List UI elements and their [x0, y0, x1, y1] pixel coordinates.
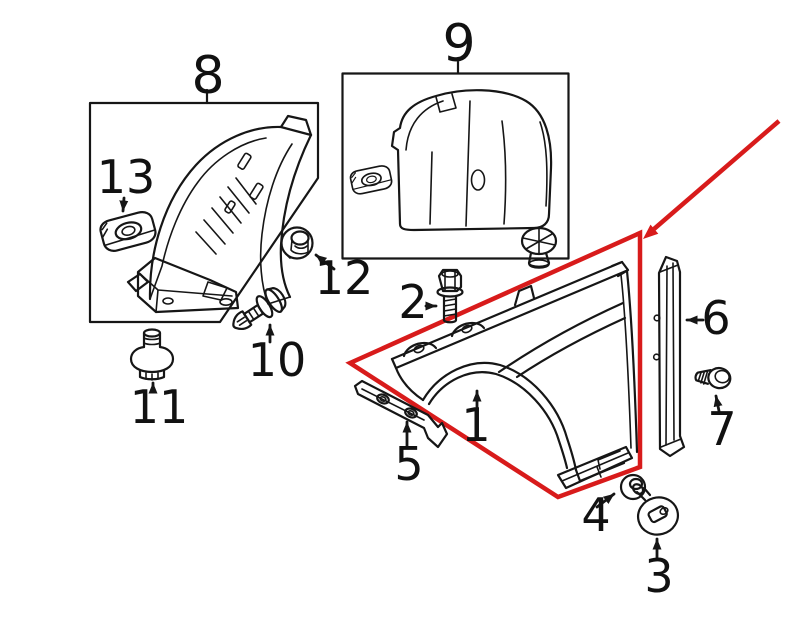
box-9-group: 9 [341, 14, 570, 269]
box-8-frame [88, 101, 320, 324]
callout-label-6[interactable]: 6 [701, 291, 730, 345]
selection-arrow [643, 119, 781, 239]
box-9-frame [341, 72, 570, 260]
part-3-clip [631, 483, 680, 536]
part-12-plastic-nut [280, 226, 314, 260]
part-4-grommet [619, 473, 647, 501]
callout-label-7[interactable]: 7 [707, 402, 736, 456]
part-2-bolt [436, 268, 464, 324]
callout-arrow-4 [595, 492, 616, 509]
callout-label-10[interactable]: 10 [248, 333, 307, 387]
part-5-bracket [353, 379, 449, 449]
callout-label-1[interactable]: 1 [461, 398, 490, 452]
callout-label-5[interactable]: 5 [394, 437, 423, 491]
callout-label-11[interactable]: 11 [130, 380, 189, 434]
callout-label-13[interactable]: 13 [97, 150, 156, 204]
callout-label-12[interactable]: 12 [315, 251, 374, 305]
u-nut-clip-small [348, 163, 394, 197]
callout-label-4[interactable]: 4 [581, 488, 610, 542]
part-13-u-nut-clip [97, 208, 159, 255]
selected-part-highlight [345, 229, 643, 500]
callout-label-3[interactable]: 3 [644, 549, 673, 603]
part-6-rear-molding-strip [652, 255, 686, 458]
star-clip [520, 226, 558, 269]
callout-label-8[interactable]: 8 [191, 46, 224, 106]
part-9-fender-liner-rear [390, 89, 553, 232]
callout-arrow-12 [314, 253, 336, 271]
part-10-push-pin-clip [232, 287, 287, 331]
callout-arrow-7 [713, 394, 723, 413]
callout-label-9[interactable]: 9 [442, 14, 475, 74]
part-8-fender-liner-front [126, 114, 313, 314]
part-11-retainer-clip [129, 328, 175, 381]
callout-label-2[interactable]: 2 [398, 275, 427, 329]
callout-arrow-13 [119, 196, 129, 213]
box-8-group: 13 8 [88, 46, 320, 324]
part-1-fender-panel [390, 260, 639, 490]
part-7-screw [694, 366, 732, 390]
